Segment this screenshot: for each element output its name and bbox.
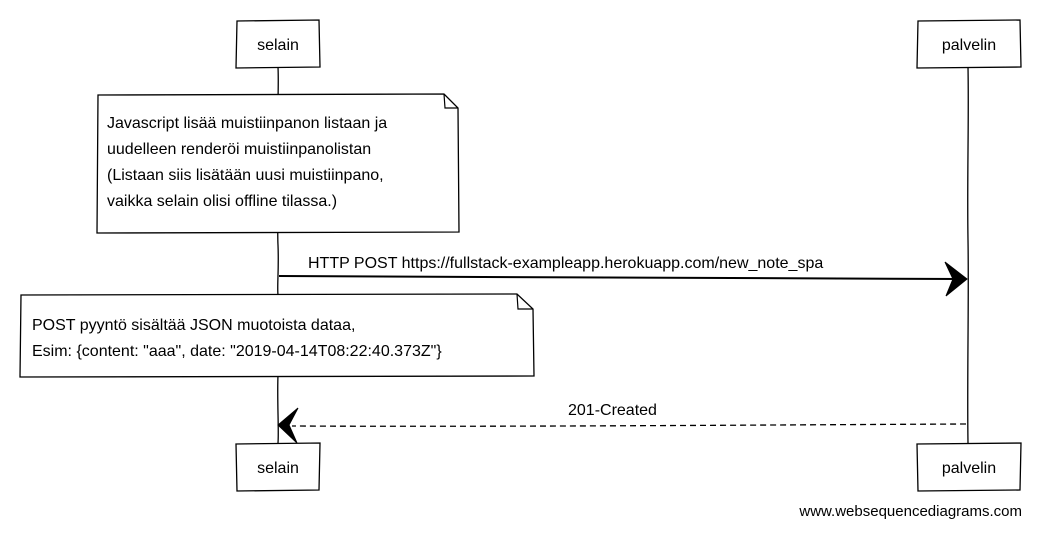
note-javascript-line-1: Javascript lisää muistiinpanon listaan j… (107, 115, 387, 132)
note-post-request: POST pyyntö sisältää JSON muotoista data… (19, 293, 535, 378)
note-javascript-line-2: uudelleen renderöi muistiinpanolistan (107, 141, 371, 158)
note-javascript: Javascript lisää muistiinpanon listaan j… (96, 93, 460, 234)
message-201-created: 201-Created (277, 402, 967, 444)
participant-palvelin-bottom: palvelin (916, 442, 1022, 492)
participant-selain-bottom: selain (235, 442, 321, 492)
note-post-request-line-1: POST pyyntö sisältää JSON muotoista data… (32, 317, 355, 334)
participant-selain-top: selain (235, 19, 321, 69)
message-http-post-label: HTTP POST https://fullstack-exampleapp.h… (308, 255, 823, 272)
note-javascript-line-4: vaikka selain olisi offline tilassa.) (107, 193, 337, 210)
participant-palvelin-bottom-label: palvelin (942, 460, 996, 477)
message-201-created-label: 201-Created (568, 402, 657, 419)
lifeline-palvelin (967, 66, 969, 444)
participant-selain-top-label: selain (257, 37, 299, 54)
arrowhead-right-icon (944, 261, 968, 297)
message-http-post: HTTP POST https://fullstack-exampleapp.h… (278, 255, 968, 297)
participant-palvelin-top: palvelin (916, 19, 1022, 69)
participant-selain-bottom-label: selain (257, 460, 299, 477)
note-post-request-line-2: Esim: {content: "aaa", date: "2019-04-14… (32, 343, 442, 360)
note-javascript-line-3: (Listaan siis lisätään uusi muistiinpano… (107, 167, 384, 184)
watermark-text: www.websequencediagrams.com (798, 503, 1022, 520)
participant-palvelin-top-label: palvelin (942, 37, 996, 54)
